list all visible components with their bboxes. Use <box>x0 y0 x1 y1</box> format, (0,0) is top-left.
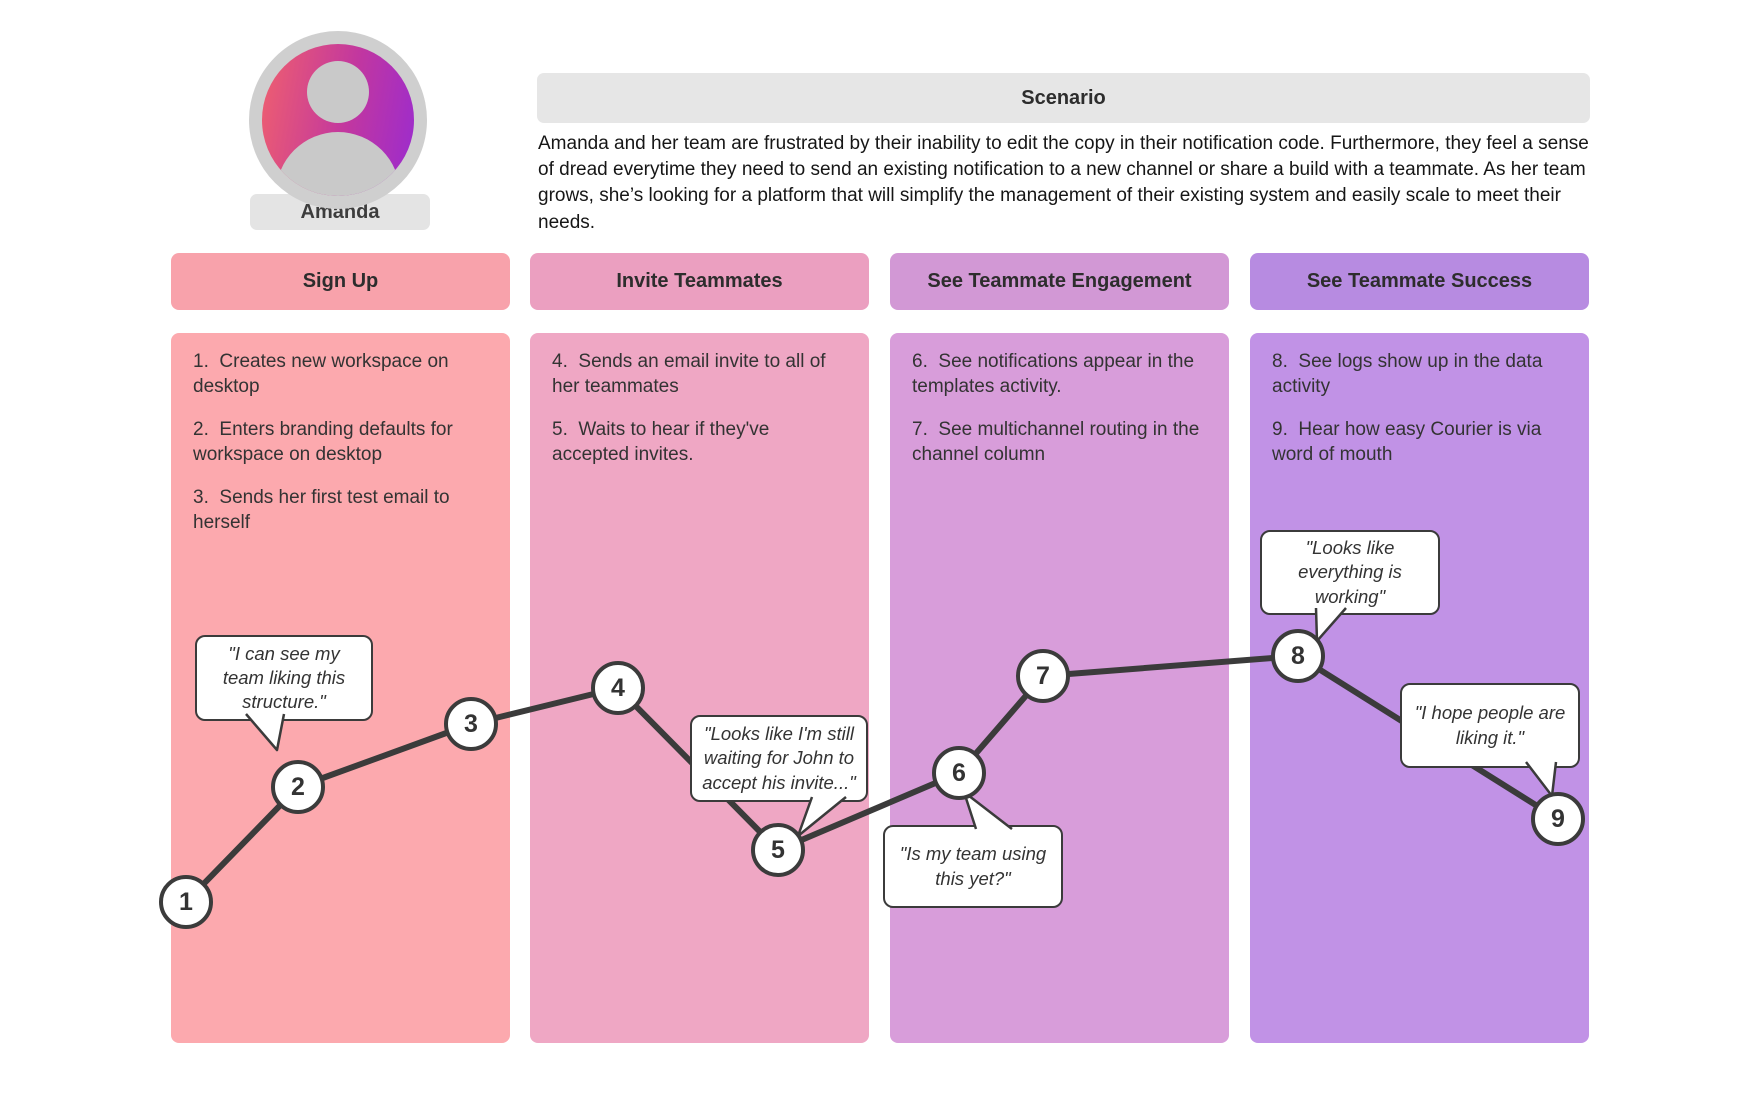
panel-invite-teammates: 4. Sends an email invite to all of her t… <box>530 333 869 1043</box>
person-shoulders-icon <box>276 132 400 196</box>
speech-bubble-structure: "I can see my team liking this structure… <box>195 635 373 721</box>
journey-node-9: 9 <box>1531 792 1585 846</box>
speech-bubble-team-using: "Is my team using this yet?" <box>883 825 1063 908</box>
step-item: 2. Enters branding defaults for workspac… <box>193 418 459 466</box>
journey-node-1: 1 <box>159 875 213 929</box>
scenario-header: Scenario <box>537 73 1590 123</box>
scenario-title: Scenario <box>1021 86 1106 109</box>
journey-node-5: 5 <box>751 823 805 877</box>
person-head-icon <box>307 61 369 123</box>
step-item: 5. Waits to hear if they've accepted inv… <box>552 418 775 466</box>
column-header-invite-teammates: Invite Teammates <box>530 253 869 310</box>
step-item: 3. Sends her first test email to herself <box>193 486 455 534</box>
column-header-sign-up: Sign Up <box>171 253 510 310</box>
scenario-description: Amanda and her team are frustrated by th… <box>538 133 1589 233</box>
step-item: 4. Sends an email invite to all of her t… <box>552 351 831 398</box>
avatar-gradient-circle <box>262 44 414 196</box>
journey-node-6: 6 <box>932 746 986 800</box>
avatar <box>249 31 427 209</box>
step-item: 1. Creates new workspace on desktop <box>193 351 454 398</box>
column-title: Invite Teammates <box>616 270 783 292</box>
journey-node-7: 7 <box>1016 649 1070 703</box>
column-header-see-teammate-engagement: See Teammate Engagement <box>890 253 1229 310</box>
column-title: See Teammate Engagement <box>927 270 1192 292</box>
step-item: 9. Hear how easy Courier is via word of … <box>1272 418 1547 466</box>
speech-bubble-waiting-invite: "Looks like I'm still waiting for John t… <box>690 715 868 802</box>
journey-node-2: 2 <box>271 760 325 814</box>
step-item: 6. See notifications appear in the templ… <box>912 351 1200 398</box>
column-header-see-teammate-success: See Teammate Success <box>1250 253 1589 310</box>
journey-node-8: 8 <box>1271 629 1325 683</box>
speech-bubble-everything-working: "Looks like everything is working" <box>1260 530 1440 615</box>
speech-bubble-hope-liking: "I hope people are liking it." <box>1400 683 1580 768</box>
journey-node-4: 4 <box>591 661 645 715</box>
step-item: 8. See logs show up in the data activity <box>1272 351 1548 398</box>
column-title: See Teammate Success <box>1306 270 1533 292</box>
column-title: Sign Up <box>302 270 379 292</box>
step-item: 7. See multichannel routing in the chann… <box>912 418 1205 466</box>
journey-node-3: 3 <box>444 697 498 751</box>
